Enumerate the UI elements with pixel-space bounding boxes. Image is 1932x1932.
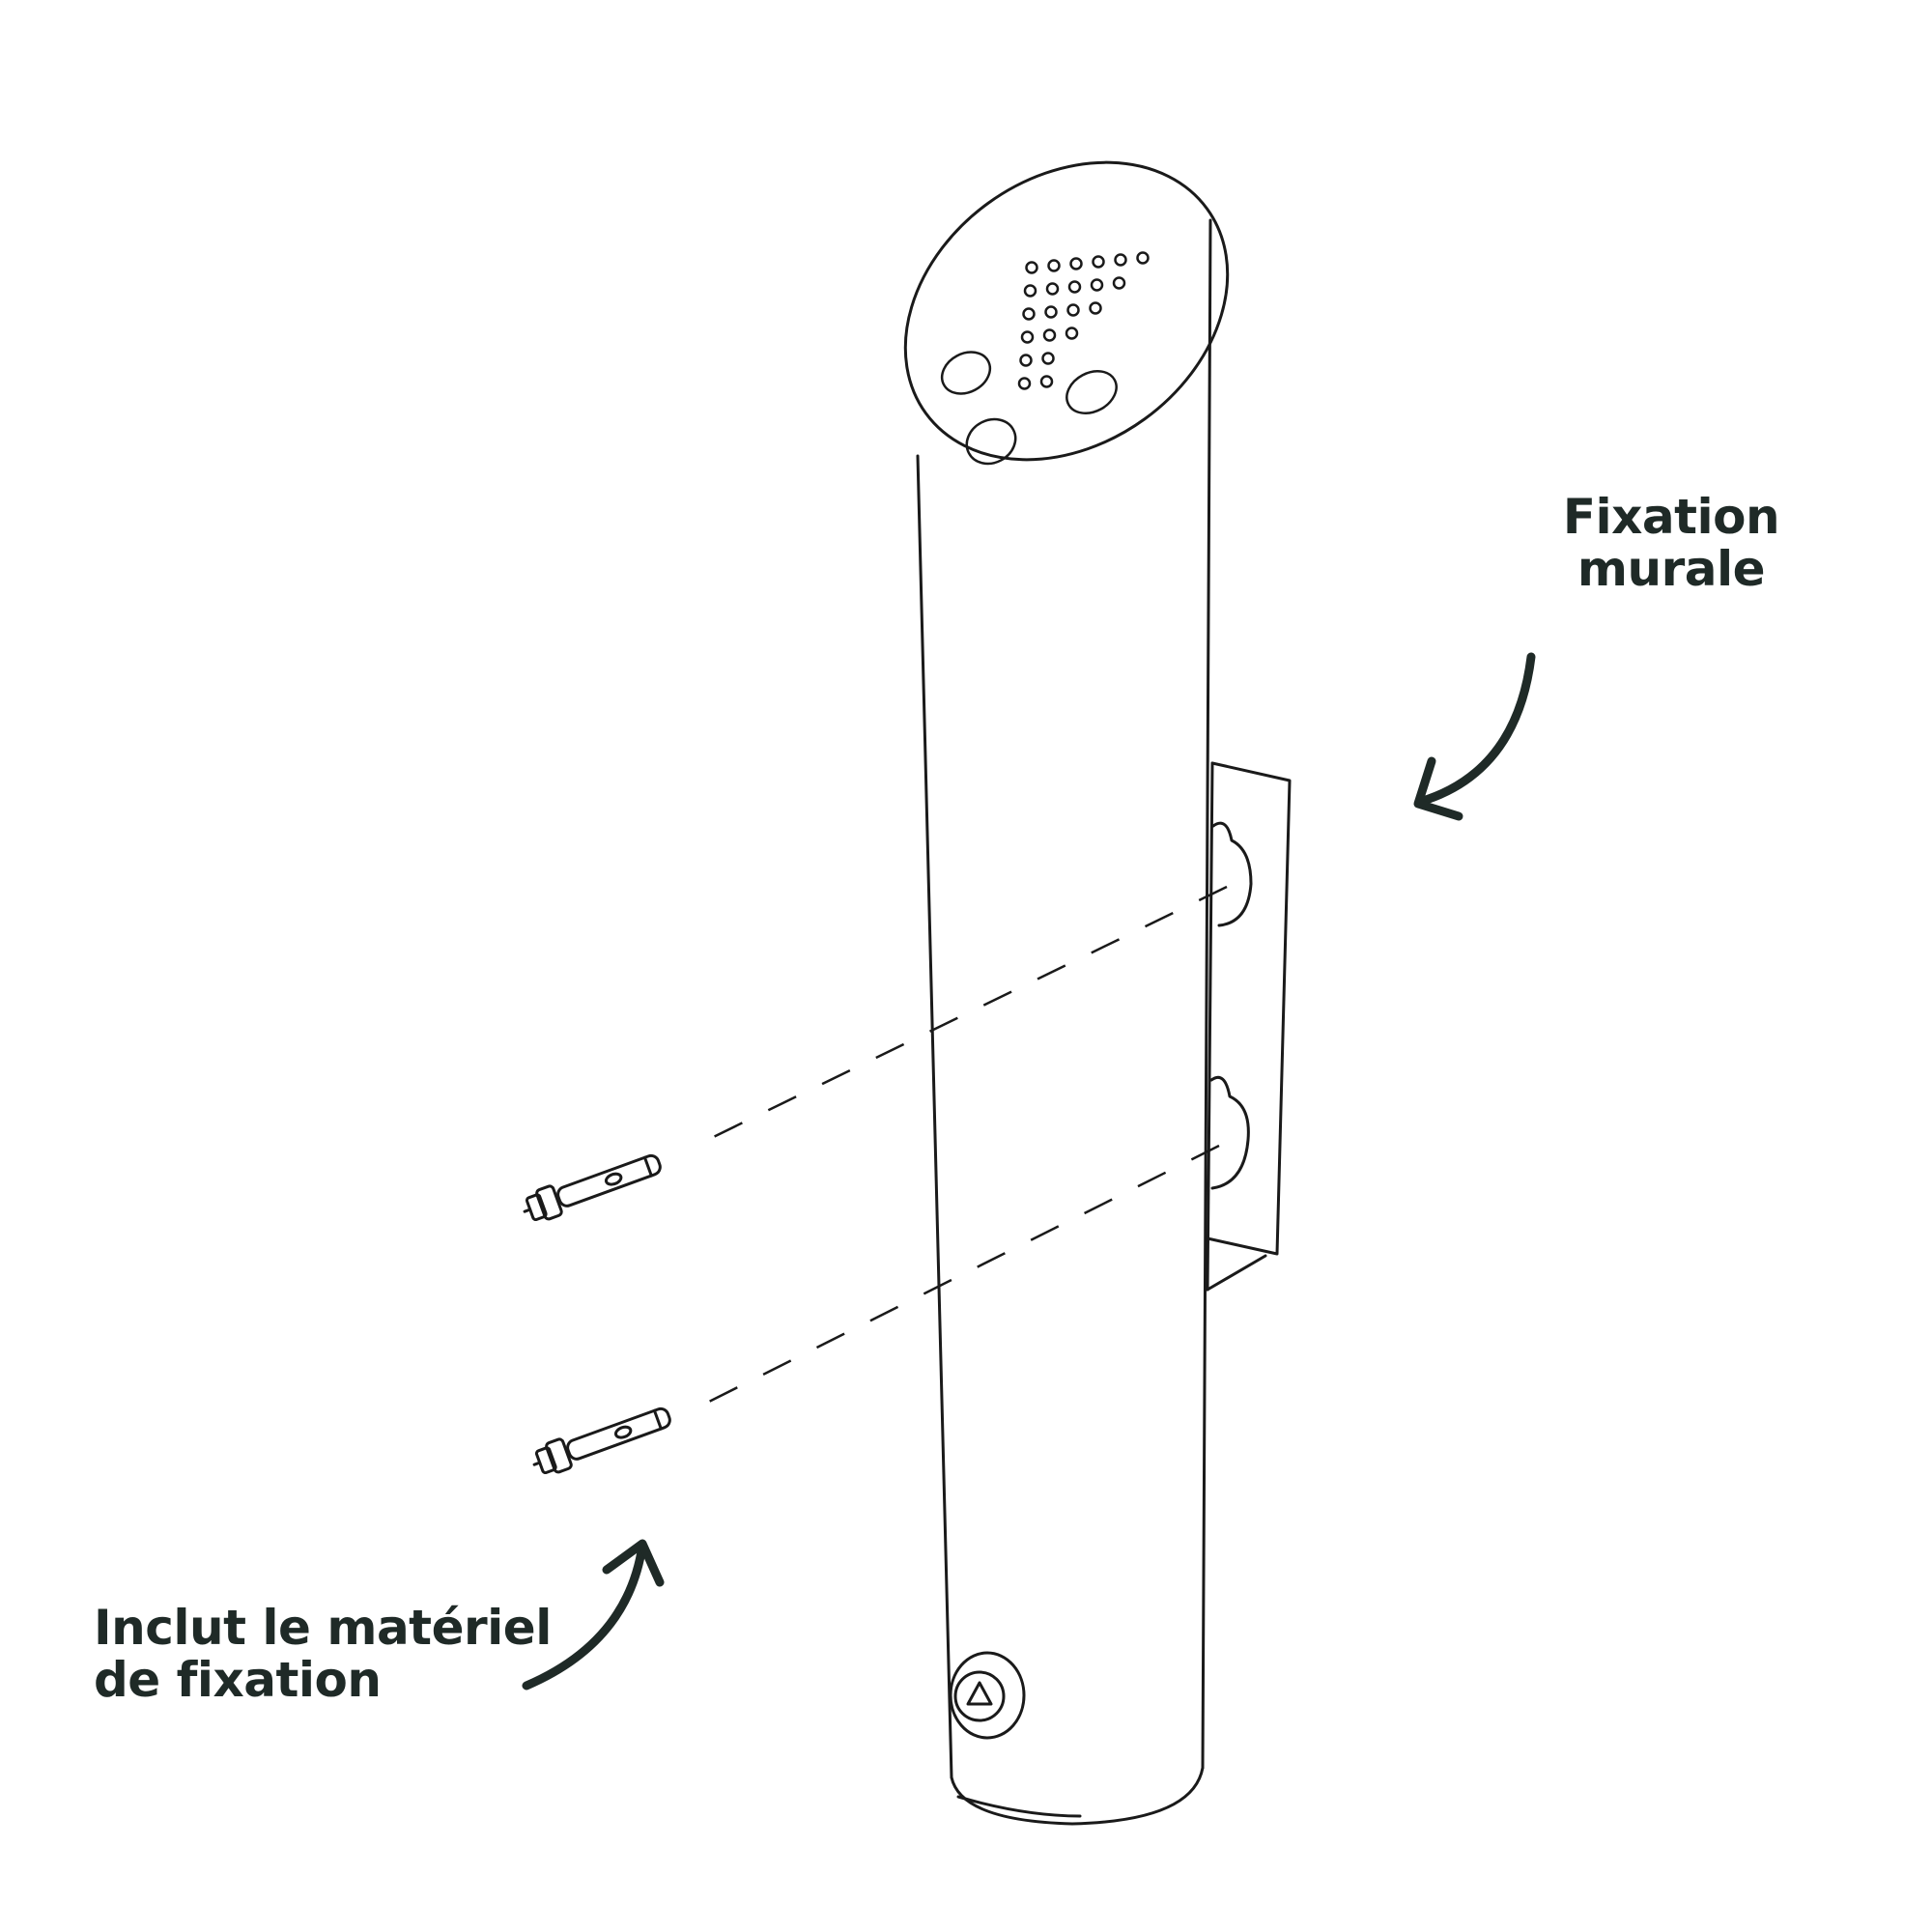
cigarette-hole-left [940,351,992,395]
wall-bracket [1206,761,1292,1292]
vent-dot [1136,251,1150,265]
vent-dot [1092,255,1105,269]
vent-dots [1017,251,1150,390]
vent-dot [1066,303,1080,317]
cigarette-hole-right [1065,370,1118,414]
anchor-bolt-upper [523,1153,662,1222]
vent-dot [1045,282,1060,296]
vent-dot [1047,259,1061,272]
vent-dot [1039,375,1054,388]
alignment-line-lower [695,1144,1220,1410]
vent-dot [1089,301,1102,315]
keyhole-slot-upper [1211,821,1253,927]
vent-dot [1067,280,1082,294]
anchor-bolt-lower [532,1406,671,1475]
vent-dot [1114,253,1127,267]
vent-dot [1022,307,1036,321]
wall-mount-label-line-2: murale [1577,541,1766,597]
wall-mount-label-line-1: Fixation [1562,489,1780,545]
vent-dot [1112,276,1126,290]
hardware-label-line-1: Inclut le matériel [94,1600,552,1656]
vent-dot [1069,257,1083,270]
vent-dot [1025,261,1038,274]
hardware-label-line-2: de fixation [94,1652,382,1708]
vent-dot [1019,354,1033,367]
vent-dot [1023,284,1037,298]
vent-dot [1020,330,1035,344]
vent-dot [1042,328,1057,342]
alignment-line-upper [695,885,1228,1148]
vent-dot [1065,327,1079,340]
wall-mount-label: Fixation murale [1531,491,1811,595]
ashtray-top [903,160,1230,466]
vent-dot [1041,352,1055,365]
lock [949,1651,1026,1740]
hardware-arrow [522,1539,665,1690]
cigarette-hole-bottom [965,417,1017,466]
vent-dot [1017,377,1032,390]
ashtray-tube [916,218,1212,1826]
hardware-included-label: Inclut le matériel de fixation [94,1602,557,1706]
vent-dot [1090,278,1104,292]
wall-mount-arrow [1413,652,1536,821]
vent-dot [1044,305,1058,319]
keyhole-slot-lower [1209,1075,1250,1190]
